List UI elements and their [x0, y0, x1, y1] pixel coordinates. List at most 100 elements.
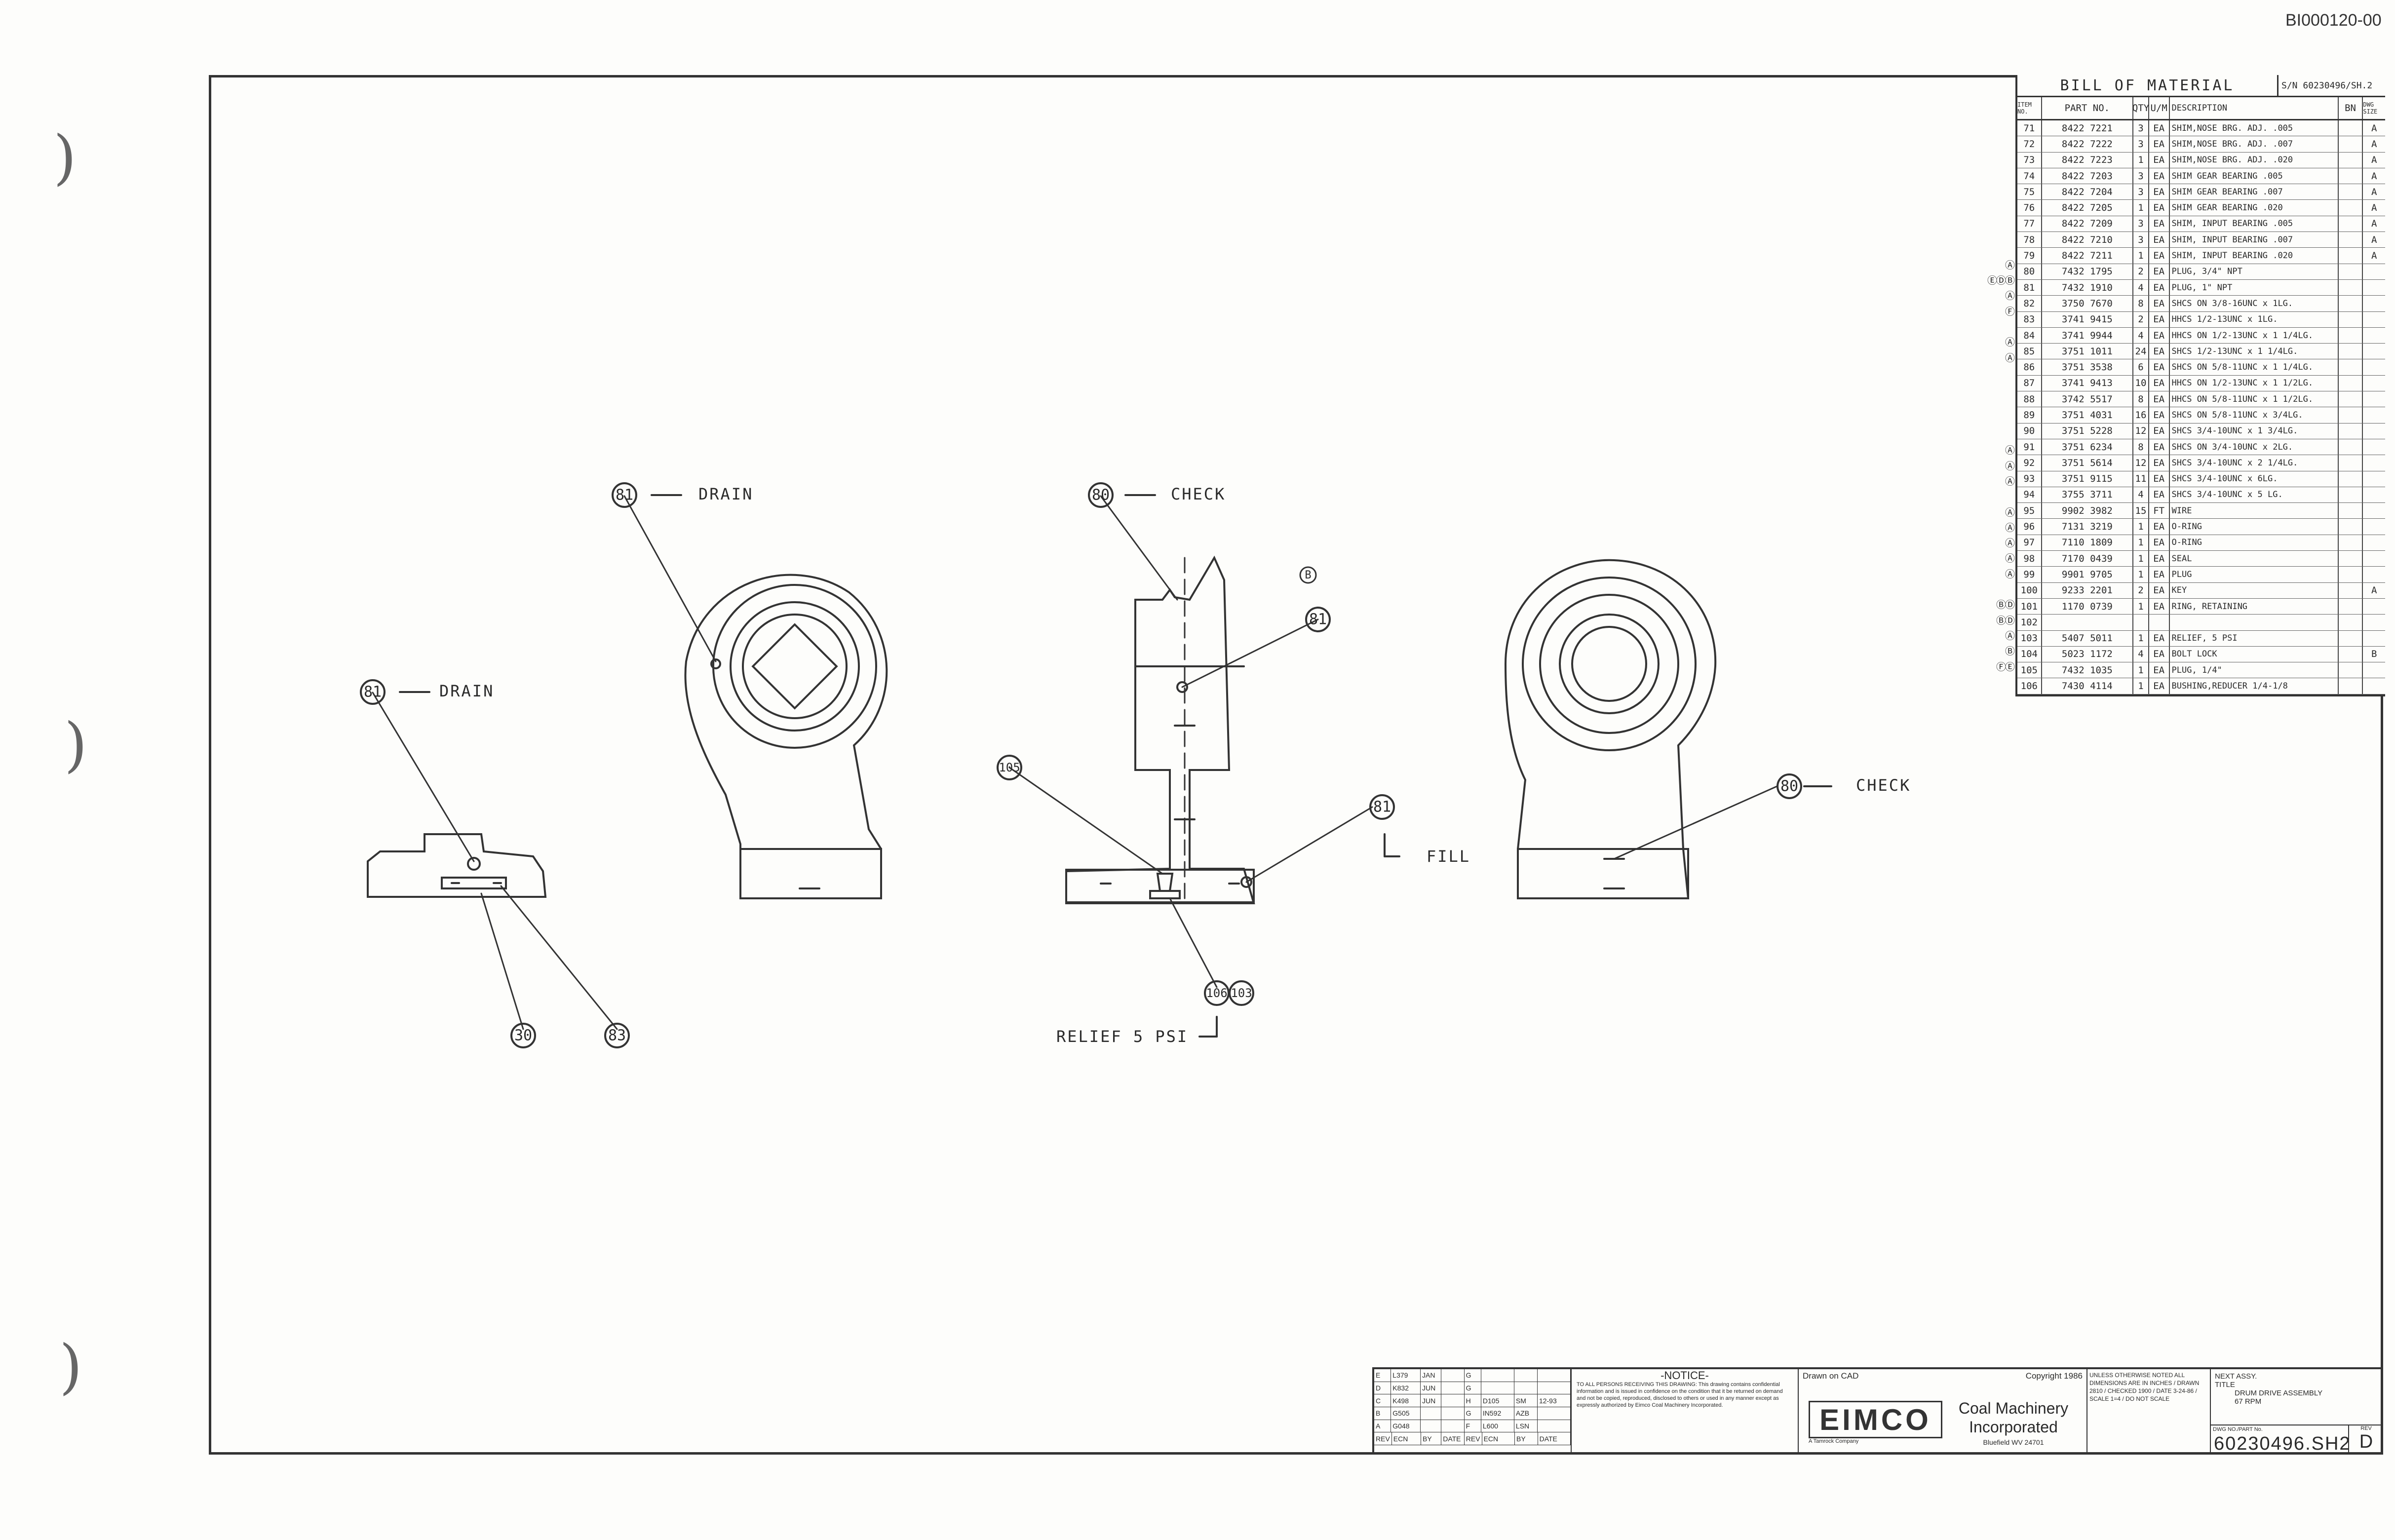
bom-cell-part: 3751 1011	[2042, 344, 2134, 359]
bom-cell-size: A	[2371, 122, 2377, 134]
revision-cell: K498	[1391, 1394, 1421, 1407]
bom-cell-part: 3751 9115	[2042, 471, 2134, 487]
balloon-81-center	[1305, 607, 1331, 632]
bom-cell-qty: 16	[2133, 407, 2149, 423]
bom-cell-um: EA	[2149, 662, 2170, 678]
balloon-81-drain-front-num: 81	[616, 487, 633, 504]
label-drain-side: DRAIN	[439, 682, 494, 700]
bom-cell-qty: 1	[2133, 152, 2149, 168]
revision-cell: ECN	[1392, 1432, 1421, 1445]
bom-cell-qty: 4	[2133, 279, 2149, 296]
bom-cell-bn	[2339, 136, 2363, 152]
bom-cell-qty: 2	[2133, 582, 2149, 598]
bom-cell-um: EA	[2149, 311, 2170, 327]
bom-cell-size	[2363, 503, 2385, 518]
bom-cell-desc: SHCS 3/4-10UNC x 6LG.	[2170, 471, 2339, 487]
bom-cell-bn	[2339, 630, 2363, 646]
bom-cell-desc: SHIM,NOSE BRG. ADJ. .007	[2170, 136, 2339, 152]
bom-cell-part: 3741 9415	[2042, 311, 2134, 327]
bom-cell-item: 79	[2017, 248, 2042, 264]
bom-row-revision-mark: Ⓐ	[2005, 290, 2015, 302]
bom-cell-desc: SHCS 3/4-10UNC x 2 1/4LG.	[2170, 455, 2339, 471]
bom-cell-um: EA	[2149, 152, 2170, 168]
bom-row-revision-mark	[1967, 210, 2014, 226]
revision-cell: G	[1465, 1407, 1481, 1420]
bom-cell-desc: SHIM,NOSE BRG. ADJ. .020	[2170, 152, 2339, 168]
notice-title: -NOTICE-	[1661, 1369, 1709, 1382]
bom-cell-size: A	[2371, 170, 2377, 182]
bom-cell-item: 100	[2017, 582, 2042, 598]
bom-cell-desc: SHIM, INPUT BEARING .005	[2170, 216, 2339, 232]
bom-cell-um: EA	[2149, 248, 2170, 264]
revision-cell: A	[1374, 1420, 1391, 1432]
bom-cell-item: 81	[2017, 279, 2042, 296]
bom-cell-qty: 15	[2133, 503, 2149, 519]
bom-col-header: U/M	[2149, 97, 2170, 119]
drawing-title: DRUM DRIVE ASSEMBLY	[2235, 1389, 2323, 1397]
revision-cell: D	[1374, 1382, 1391, 1394]
bom-cell-bn	[2339, 678, 2363, 694]
bom-row-revision-mark: Ⓐ	[2005, 629, 2015, 642]
bom-cell-qty: 3	[2133, 168, 2149, 184]
bom-cell-size	[2363, 662, 2385, 678]
bom-cell-part: 9901 9705	[2042, 567, 2134, 582]
bom-cell-bn	[2339, 471, 2363, 487]
bom-cell-um: EA	[2149, 471, 2170, 487]
bom-cell-desc: HHCS ON 1/2-13UNC x 1 1/4LG.	[2170, 327, 2339, 344]
bom-cell-qty: 1	[2133, 678, 2149, 694]
bom-cell-um: EA	[2149, 423, 2170, 439]
bom-row: 102	[2017, 615, 2385, 631]
bom-row-revision-mark: Ⓐ	[2005, 336, 2015, 348]
revision-cell: L600	[1481, 1420, 1514, 1432]
bom-cell-part: 3750 7670	[2042, 296, 2134, 311]
bom-cell-um: EA	[2149, 264, 2170, 279]
bom-col-header: DESCRIPTION	[2170, 97, 2339, 119]
bom-cell-qty: 1	[2133, 662, 2149, 678]
bom-cell-desc: PLUG, 1" NPT	[2170, 279, 2339, 296]
bom-row-revision-mark	[1967, 581, 2014, 596]
bom-cell-bn	[2339, 184, 2363, 200]
bom-cell-qty: 3	[2133, 232, 2149, 248]
bom-cell-bn	[2339, 248, 2363, 264]
bom-row-revision-mark: ⒻⒺ	[1996, 660, 2015, 673]
bom-cell-item: 93	[2017, 471, 2042, 487]
bom-cell-qty: 3	[2133, 216, 2149, 232]
label-check-right: CHECK	[1856, 776, 1911, 795]
bom-cell-item: 91	[2017, 439, 2042, 455]
bom-cell-part: 8422 7205	[2042, 200, 2134, 216]
bom-cell-bn	[2339, 455, 2363, 471]
bom-cell-size	[2363, 439, 2385, 455]
bom-cell-size	[2363, 678, 2385, 693]
bom-cell-um: EA	[2149, 519, 2170, 535]
revision-letter: D	[2359, 1431, 2373, 1452]
punch-hole-mark: )	[53, 123, 77, 192]
bom-cell-part: 3742 5517	[2042, 391, 2134, 407]
notice-box: -NOTICE- TO ALL PERSONS RECEIVING THIS D…	[1572, 1369, 1799, 1455]
balloon-80-check-center	[1088, 482, 1114, 508]
bom-cell-size	[2363, 424, 2385, 439]
revision-cell	[1481, 1369, 1514, 1382]
bom-row-revision-mark: ⒷⒹ	[1996, 599, 2015, 611]
bom-cell-um: EA	[2149, 646, 2170, 662]
revision-cell: F	[1465, 1420, 1481, 1432]
bom-cell-item: 95	[2017, 503, 2042, 519]
bom-cell-size	[2363, 519, 2385, 534]
bom-cell-qty: 24	[2133, 344, 2149, 359]
bom-cell-qty: 4	[2133, 646, 2149, 662]
bom-row-revision-mark: Ⓐ	[2005, 552, 2015, 565]
bom-row-revision-mark	[1967, 133, 2014, 148]
bom-cell-qty: 12	[2133, 423, 2149, 439]
bom-row-revision-mark: Ⓕ	[2005, 305, 2015, 317]
